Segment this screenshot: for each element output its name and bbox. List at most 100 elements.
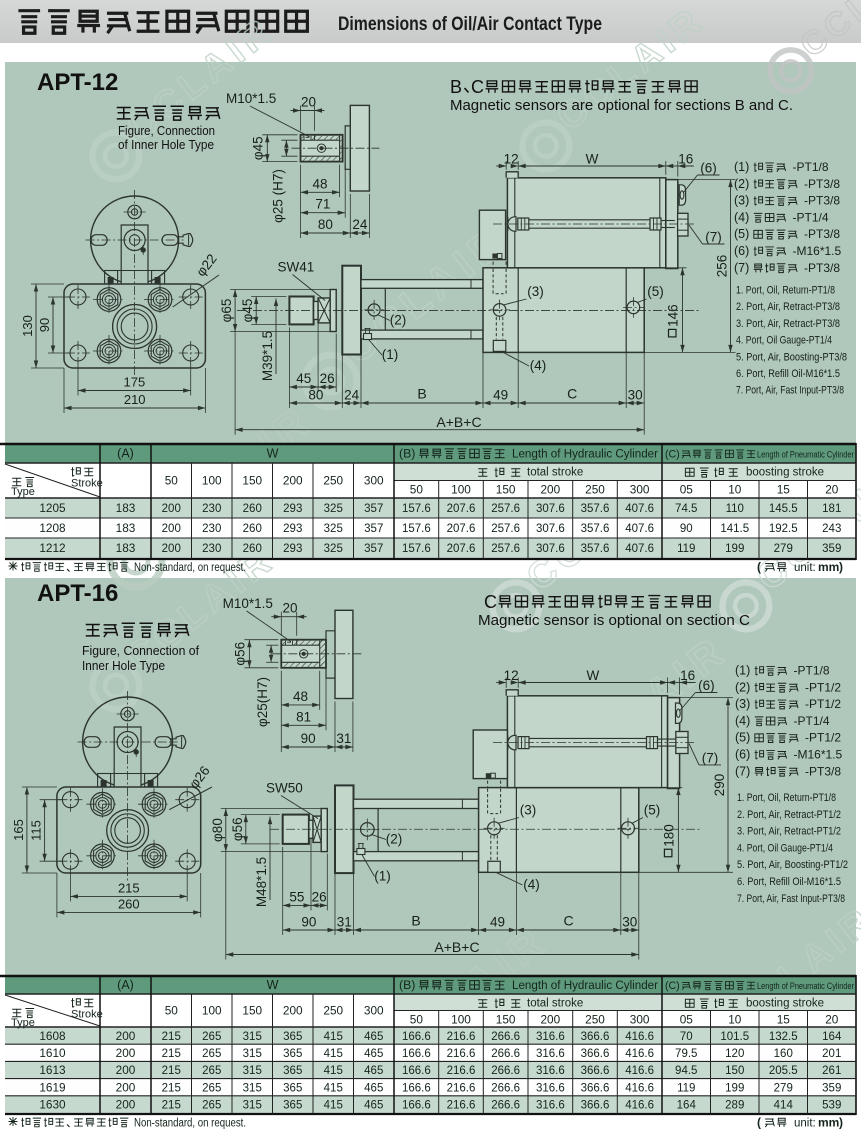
- svg-text:(7): (7): [702, 750, 719, 765]
- svg-text:100: 100: [451, 1013, 471, 1027]
- svg-text:M48*1.5: M48*1.5: [254, 857, 269, 907]
- svg-text:199: 199: [725, 543, 744, 555]
- svg-text:SW50: SW50: [266, 781, 303, 796]
- svg-text:mm: mm: [818, 1116, 839, 1130]
- svg-text:Stroke: Stroke: [71, 478, 103, 490]
- svg-text:266.6: 266.6: [491, 1031, 520, 1043]
- svg-text:150: 150: [496, 483, 516, 497]
- svg-text:160: 160: [774, 1048, 793, 1060]
- svg-text:(2): (2): [390, 313, 407, 328]
- svg-text:6. Port, Refill Oil-M16*1.5: 6. Port, Refill Oil-M16*1.5: [737, 876, 841, 888]
- svg-text:250: 250: [585, 483, 605, 497]
- svg-text:416.6: 416.6: [625, 1031, 654, 1043]
- svg-text:Length of Pneumatic Cylinder: Length of Pneumatic Cylinder: [757, 981, 855, 992]
- svg-text:210: 210: [124, 392, 146, 407]
- svg-text:05: 05: [680, 1013, 694, 1027]
- svg-text:20: 20: [301, 95, 316, 110]
- svg-text:157.6: 157.6: [402, 503, 431, 515]
- svg-text:Figure, Connection: Figure, Connection: [118, 123, 215, 138]
- svg-text:357: 357: [364, 523, 383, 535]
- svg-text:Non-standard, on request.: Non-standard, on request.: [134, 1118, 246, 1130]
- svg-text:24: 24: [344, 388, 360, 403]
- svg-text:215: 215: [118, 880, 140, 895]
- svg-text:150: 150: [242, 1004, 262, 1018]
- svg-text:1212: 1212: [39, 541, 65, 555]
- svg-text:293: 293: [283, 543, 302, 555]
- svg-text:200: 200: [283, 474, 303, 488]
- svg-text:(1): (1): [735, 664, 750, 678]
- svg-text:300: 300: [364, 1004, 384, 1018]
- svg-text:1608: 1608: [39, 1029, 66, 1043]
- svg-text:146: 146: [666, 304, 681, 327]
- svg-text:(4): (4): [523, 877, 540, 892]
- svg-text:SW41: SW41: [278, 260, 315, 275]
- svg-text:unit:: unit:: [794, 562, 816, 574]
- svg-text:199: 199: [725, 1082, 744, 1094]
- svg-text:of Inner Hole Type: of Inner Hole Type: [118, 137, 214, 152]
- svg-text:290: 290: [712, 774, 727, 797]
- svg-text:(2): (2): [734, 177, 749, 191]
- svg-text:359: 359: [822, 1082, 841, 1094]
- svg-text:B: B: [450, 77, 462, 97]
- svg-text:465: 465: [364, 1031, 383, 1043]
- svg-text:1. Port, Oil, Return-PT1/8: 1. Port, Oil, Return-PT1/8: [737, 792, 836, 804]
- svg-text:79.5: 79.5: [675, 1048, 697, 1060]
- svg-text:Magnetic sensors are optional: Magnetic sensors are optional for sectio…: [450, 97, 793, 114]
- svg-text:Figure, Connection of: Figure, Connection of: [82, 643, 199, 658]
- svg-text:(3): (3): [734, 194, 749, 208]
- svg-text:1619: 1619: [39, 1080, 65, 1094]
- svg-text:20: 20: [282, 601, 297, 616]
- svg-text:465: 465: [364, 1065, 383, 1077]
- svg-text:257.6: 257.6: [491, 543, 520, 555]
- svg-text:(7): (7): [734, 261, 749, 275]
- svg-text:316.6: 316.6: [536, 1048, 565, 1060]
- svg-text:266.6: 266.6: [491, 1048, 520, 1060]
- svg-text:1630: 1630: [39, 1098, 66, 1112]
- svg-text:130: 130: [20, 315, 35, 337]
- svg-text:257.6: 257.6: [491, 503, 520, 515]
- svg-text:φ56: φ56: [230, 817, 245, 841]
- svg-text:2. Port, Air, Retract-PT3/8: 2. Port, Air, Retract-PT3/8: [736, 301, 840, 313]
- svg-text:166.6: 166.6: [402, 1031, 431, 1043]
- svg-text:316.6: 316.6: [536, 1082, 565, 1094]
- svg-text:175: 175: [123, 375, 145, 390]
- svg-text:216.6: 216.6: [447, 1048, 476, 1060]
- svg-text:-PT3/8: -PT3/8: [805, 764, 841, 778]
- svg-text:316.6: 316.6: [536, 1031, 565, 1043]
- svg-text:1613: 1613: [39, 1063, 66, 1077]
- svg-text:A+B+C: A+B+C: [436, 414, 481, 430]
- svg-text:(5): (5): [644, 803, 661, 818]
- svg-text:141.5: 141.5: [720, 523, 749, 535]
- svg-text:6. Port, Refill Oil-M16*1.5: 6. Port, Refill Oil-M16*1.5: [736, 368, 840, 380]
- svg-text:30: 30: [622, 915, 637, 930]
- svg-text:415: 415: [324, 1082, 343, 1094]
- svg-text:1. Port, Oil, Return-PT1/8: 1. Port, Oil, Return-PT1/8: [736, 285, 835, 297]
- svg-text:-PT3/8: -PT3/8: [804, 261, 840, 275]
- svg-text:365: 365: [283, 1082, 302, 1094]
- svg-text:465: 465: [364, 1048, 383, 1060]
- svg-text:20: 20: [825, 1013, 839, 1027]
- svg-text:(C): (C): [665, 449, 680, 461]
- svg-text:166.6: 166.6: [402, 1065, 431, 1077]
- svg-text:Non-standard, on request.: Non-standard, on request.: [134, 562, 246, 574]
- svg-text:207.6: 207.6: [447, 503, 476, 515]
- svg-text:49: 49: [493, 388, 508, 403]
- svg-text:7. Port, Air, Fast Input-PT3/8: 7. Port, Air, Fast Input-PT3/8: [736, 385, 844, 397]
- svg-text:(: (: [757, 560, 761, 574]
- svg-text:183: 183: [116, 541, 136, 555]
- svg-text:216.6: 216.6: [447, 1065, 476, 1077]
- svg-text:71: 71: [315, 197, 330, 212]
- svg-text:74.5: 74.5: [675, 503, 697, 515]
- svg-text:B: B: [411, 913, 420, 929]
- svg-text:W: W: [267, 978, 279, 992]
- svg-text:250: 250: [323, 1004, 343, 1018]
- svg-text:50: 50: [410, 1013, 424, 1027]
- svg-text:415: 415: [324, 1065, 343, 1077]
- svg-text:Length of Hydraulic Cylinder: Length of Hydraulic Cylinder: [512, 978, 658, 992]
- svg-text:A+B+C: A+B+C: [434, 939, 479, 955]
- svg-text:(3): (3): [520, 803, 537, 818]
- svg-text:26: 26: [320, 371, 335, 386]
- svg-text:200: 200: [541, 483, 561, 497]
- svg-text:200: 200: [116, 1029, 136, 1043]
- svg-text:215: 215: [162, 1065, 181, 1077]
